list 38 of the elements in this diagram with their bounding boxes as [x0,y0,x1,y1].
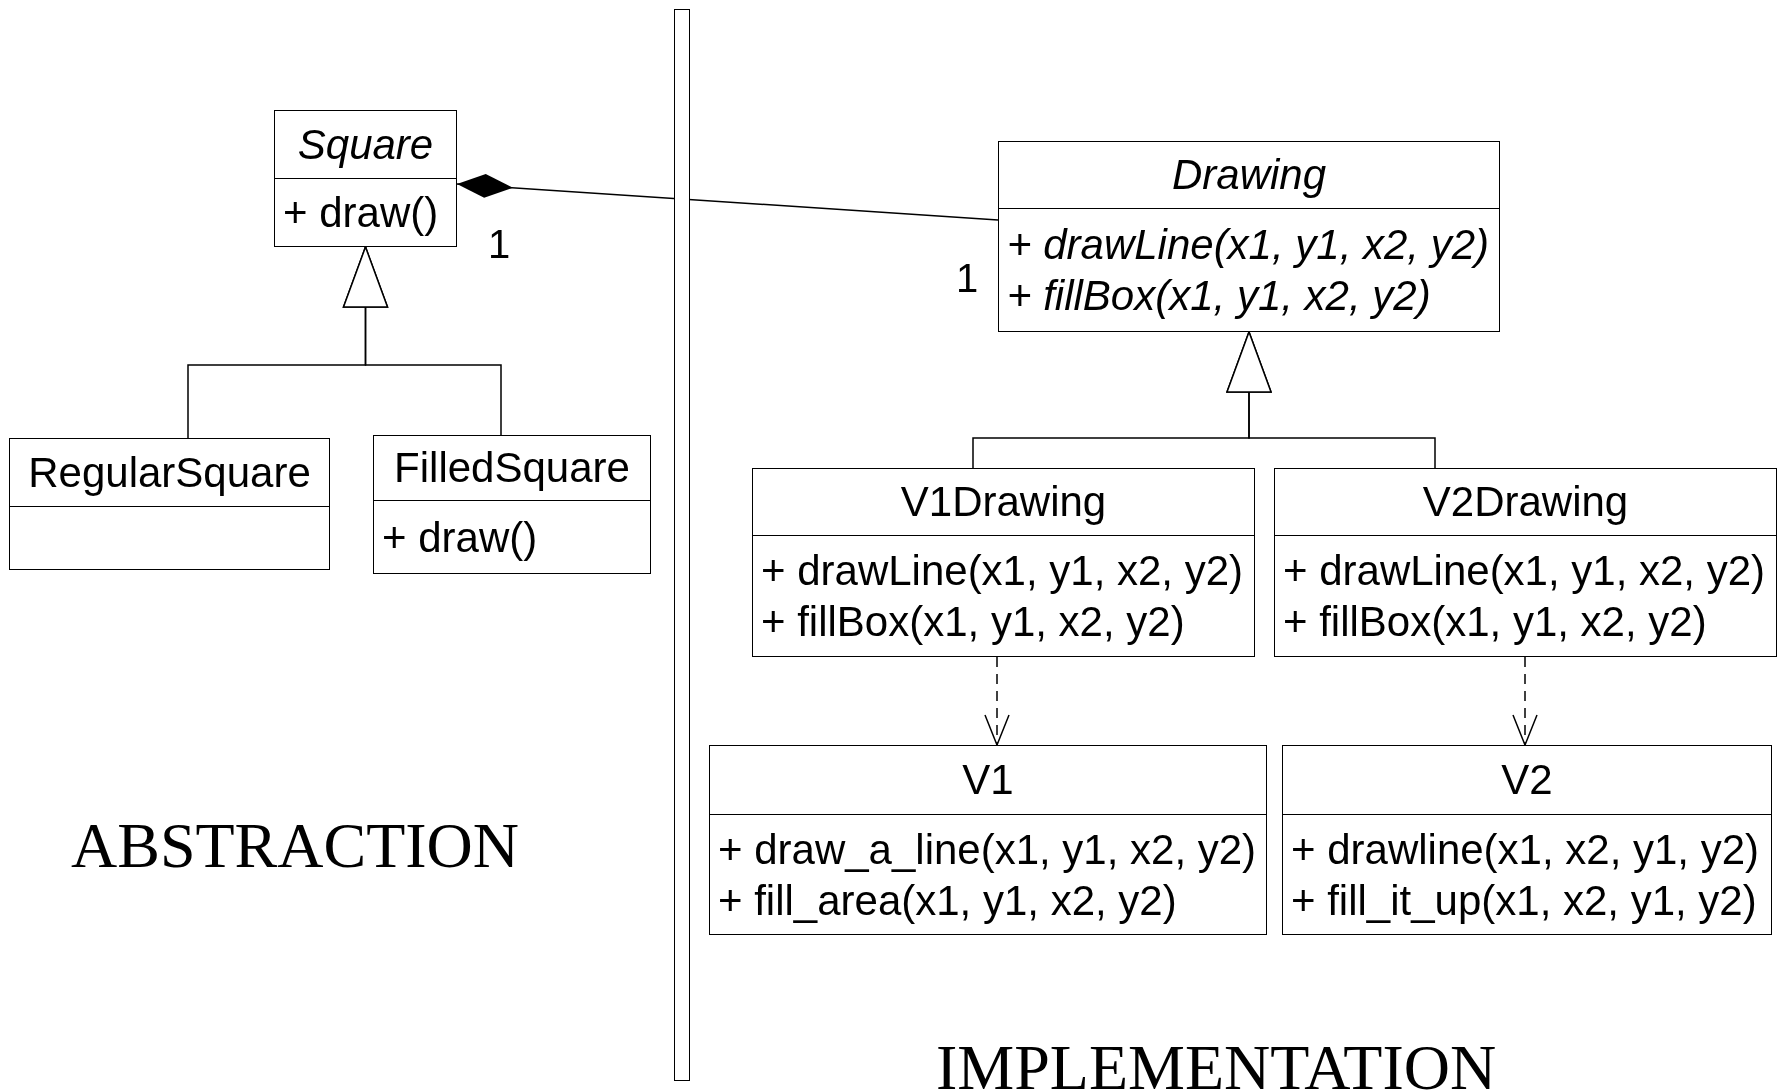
method-text: + fillBox(x1, y1, x2, y2) [761,597,1186,647]
generalization-arrow [1226,331,1436,469]
class-box [752,468,1255,657]
class-name: RegularSquare [28,448,311,497]
method-text: + fill_it_up(x1, x2, y1, y2) [1291,875,1758,926]
multiplicity-label: 1 [488,224,511,264]
composition-connector [456,173,999,221]
multiplicity-label: 1 [956,258,979,298]
layer-heading: IMPLEMENTATION [936,1036,1497,1092]
class-name: FilledSquare [394,444,630,492]
method-text: + drawLine(x1, y1, x2, y2) [761,546,1245,596]
class-name: V2 [1501,756,1553,804]
method-text: + draw() [382,512,539,563]
method-text: + drawLine(x1, y1, x2, y2) [1007,220,1491,270]
method-text: + fill_area(x1, y1, x2, y2) [718,875,1178,926]
separator-bar [674,9,690,1081]
class-name: V2Drawing [1422,478,1629,526]
dependency-arrow [1512,656,1538,746]
class-box [9,438,330,570]
generalization-arrow [342,246,502,436]
class-name: V1 [962,756,1014,804]
class-name: Drawing [1171,151,1327,199]
class-box [1274,468,1777,657]
method-text: + fillBox(x1, y1, x2, y2) [1283,597,1708,647]
method-text: + fillBox(x1, y1, x2, y2) [1007,271,1432,321]
dependency-arrow [984,656,1010,746]
class-name: V1Drawing [900,478,1107,526]
class-box [1282,745,1772,935]
class-name: Square [297,120,434,169]
method-text: + drawline(x1, x2, y1, y2) [1291,824,1761,875]
layer-heading: ABSTRACTION [71,814,520,878]
method-text: + draw() [283,188,440,238]
class-box [373,435,651,574]
method-text: + draw_a_line(x1, y1, x2, y2) [718,824,1258,875]
class-box [274,110,457,247]
class-box [998,141,1500,332]
method-text: + drawLine(x1, y1, x2, y2) [1283,546,1767,596]
class-box [709,745,1267,935]
